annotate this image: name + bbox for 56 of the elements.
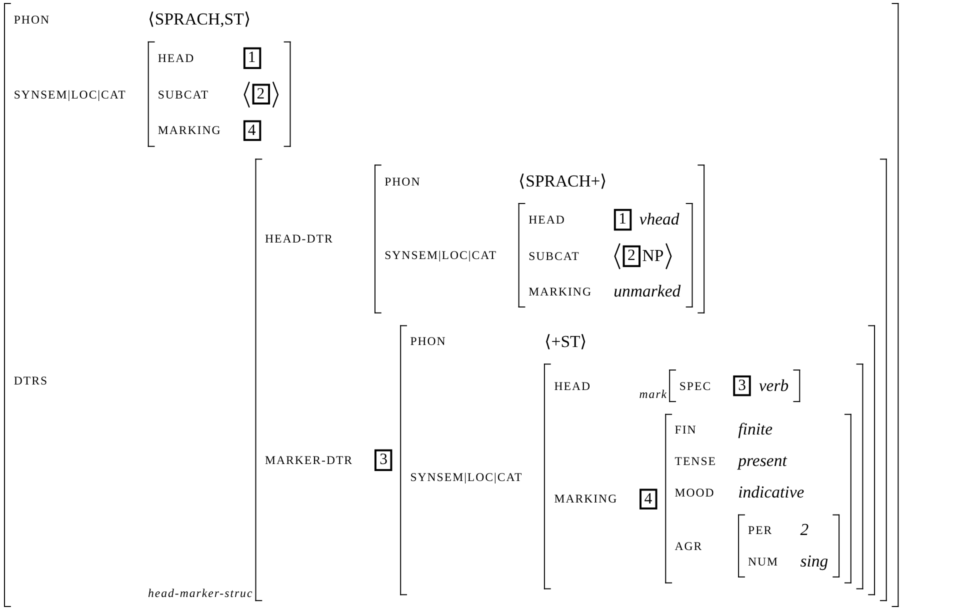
feature-name: HEAD — [528, 212, 566, 227]
feature-name: PHON — [410, 334, 446, 348]
tag-box: 4 — [639, 488, 658, 510]
feature-name: MARKING — [528, 284, 592, 298]
feature-name: HEAD — [554, 378, 591, 393]
feature-value: finite — [738, 420, 773, 440]
attribute-value-matrix — [518, 203, 692, 308]
feature-name: PHON — [384, 174, 421, 188]
tag-box: 1 — [242, 47, 261, 69]
feature-name: FIN — [674, 423, 697, 437]
tag-box: 3 — [374, 450, 392, 471]
tag-box: 2 — [622, 245, 640, 267]
attribute-value-matrix — [738, 514, 840, 578]
feature-name: NUM — [748, 555, 779, 569]
feature-name: MARKING — [554, 492, 618, 506]
attribute-value-matrix — [670, 369, 800, 402]
type-label: head-marker-struc — [148, 586, 254, 602]
feature-name: AGR — [674, 539, 703, 554]
tag-box: 4 — [242, 120, 261, 142]
tag-box: 3 — [733, 375, 751, 396]
feature-value: indicative — [738, 483, 804, 503]
attribute-value-matrix — [544, 363, 864, 590]
attribute-value-matrix — [374, 164, 704, 314]
feature-value: present — [738, 452, 787, 472]
feature-name: SYNSEM|LOC|CAT — [14, 87, 126, 102]
feature-name: SYNSEM|LOC|CAT — [384, 248, 498, 262]
feature-value: NP — [642, 246, 664, 266]
attribute-value-matrix — [4, 3, 900, 608]
feature-value: sing — [800, 552, 828, 572]
attribute-value-matrix — [400, 324, 876, 596]
feature-name: PHON — [14, 12, 50, 26]
feature-name: MARKING — [158, 124, 222, 138]
feature-name: PER — [748, 524, 773, 538]
feature-value: ⟨SPRACH+⟩ — [518, 170, 608, 192]
feature-name: MOOD — [674, 486, 715, 500]
feature-name: TENSE — [674, 454, 716, 468]
tag-box: 1 — [614, 209, 632, 230]
attribute-value-matrix — [255, 158, 888, 602]
feature-name: SUBCAT — [528, 249, 580, 263]
feature-name: HEAD-DTR — [265, 232, 334, 246]
feature-value: verb — [758, 376, 789, 396]
feature-name: SUBCAT — [158, 87, 210, 102]
type-label: mark — [639, 388, 668, 402]
feature-value: vhead — [639, 210, 680, 230]
feature-value: unmarked — [614, 282, 681, 302]
feature-name: SPEC — [679, 378, 712, 393]
attribute-value-matrix — [148, 41, 290, 148]
feature-name: HEAD — [158, 51, 195, 65]
feature-name: MARKER-DTR — [265, 453, 354, 468]
feature-value: ⟨SPRACH,ST⟩ — [148, 8, 251, 30]
feature-name: SYNSEM|LOC|CAT — [410, 470, 523, 484]
feature-name: DTRS — [14, 373, 48, 388]
attribute-value-matrix — [664, 414, 852, 584]
feature-value: ⟨+ST⟩ — [544, 330, 588, 352]
feature-value: 2 — [800, 520, 809, 540]
tag-box: 2 — [252, 84, 270, 105]
